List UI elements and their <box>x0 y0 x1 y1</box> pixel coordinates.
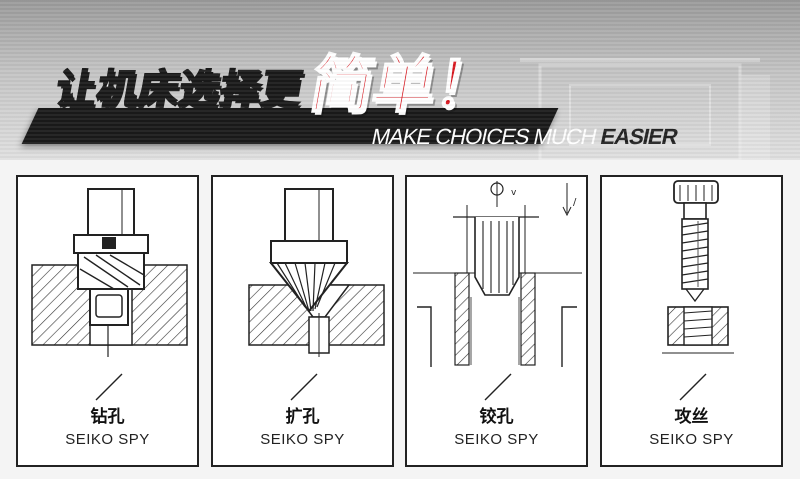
card-title: 扩孔 <box>285 407 320 427</box>
hero-banner: 让机床选择更 简单！ MAKE CHOICES MUCH EASIER <box>0 0 800 160</box>
card-drilling[interactable]: 钻孔 SEIKO SPY <box>16 175 199 467</box>
machine-silhouette-decoration <box>520 58 770 160</box>
card-title: 攻丝 <box>674 407 709 427</box>
svg-text:v: v <box>511 188 517 198</box>
divider-slash-icon <box>484 373 512 401</box>
headline-accent-text: 简单！ <box>304 47 505 122</box>
tapping-diagram-icon <box>662 180 734 354</box>
headline-main-text: 让机床选择更 <box>51 66 307 114</box>
divider-slash-icon <box>679 373 707 401</box>
process-cards: 钻孔 SEIKO SPY 扩孔 SEIKO SPY <box>0 160 800 479</box>
countersinking-diagram-icon <box>248 188 385 357</box>
drilling-diagram-icon <box>31 188 188 357</box>
tagline-light-text: MAKE CHOICES MUCH <box>369 124 604 149</box>
card-tapping[interactable]: 攻丝 SEIKO SPY <box>600 175 783 467</box>
card-subtitle: SEIKO SPY <box>649 431 734 448</box>
tagline-dark-text: EASIER <box>598 124 680 149</box>
svg-text:/: / <box>573 197 577 208</box>
card-title: 铰孔 <box>479 407 514 427</box>
divider-slash-icon <box>95 373 123 401</box>
card-reaming[interactable]: v / 铰孔 SEIKO SPY <box>405 175 588 467</box>
card-subtitle: SEIKO SPY <box>260 431 345 448</box>
card-subtitle: SEIKO SPY <box>65 431 150 448</box>
card-subtitle: SEIKO SPY <box>454 431 539 448</box>
headline: 让机床选择更 简单！ <box>51 46 505 122</box>
tagline: MAKE CHOICES MUCH EASIER <box>369 124 679 150</box>
divider-slash-icon <box>290 373 318 401</box>
card-title: 钻孔 <box>90 407 125 427</box>
card-countersinking[interactable]: 扩孔 SEIKO SPY <box>211 175 394 467</box>
headline-stripe <box>21 108 559 144</box>
reaming-diagram-icon: v / <box>413 181 582 367</box>
